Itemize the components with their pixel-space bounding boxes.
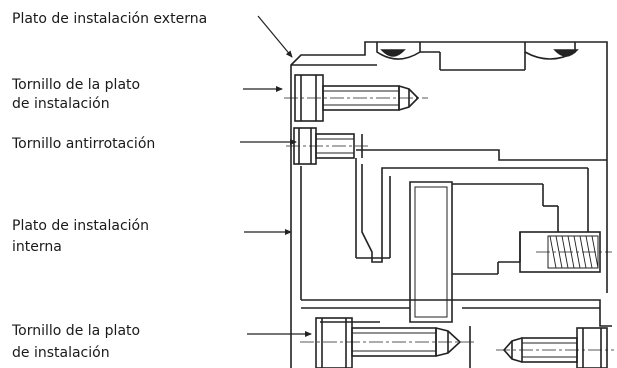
label-plate-screw-top-line2: de instalación: [12, 96, 110, 112]
internal-plate: [300, 158, 391, 300]
o-ring-grooves: [376, 42, 579, 71]
anti-rotation-screw: [286, 127, 368, 165]
label-plate-screw-bottom-line1: Tornillo de la plato: [12, 323, 141, 339]
bottom-plate-screw: [300, 317, 474, 368]
external-plate-outline: [290, 41, 608, 368]
piston-component: [409, 181, 559, 323]
top-plate-screw: [284, 74, 428, 122]
label-anti-rotation-screw: Tornillo antirrotación: [12, 136, 156, 152]
lower-body: [301, 299, 612, 327]
label-external-plate: Plato de instalación externa: [12, 11, 208, 27]
label-plate-screw-bottom-line2: de instalación: [12, 345, 110, 361]
spring-insert: [519, 231, 612, 273]
label-internal-plate-line2: interna: [12, 239, 62, 255]
leader-external-plate: [257, 15, 293, 58]
label-internal-plate-line1: Plato de instalación: [12, 218, 149, 234]
label-plate-screw-top-line1: Tornillo de la plato: [12, 77, 141, 93]
body-steps: [356, 149, 607, 263]
bottom-right-screw: [469, 326, 614, 368]
leader-lines: [240, 15, 312, 337]
